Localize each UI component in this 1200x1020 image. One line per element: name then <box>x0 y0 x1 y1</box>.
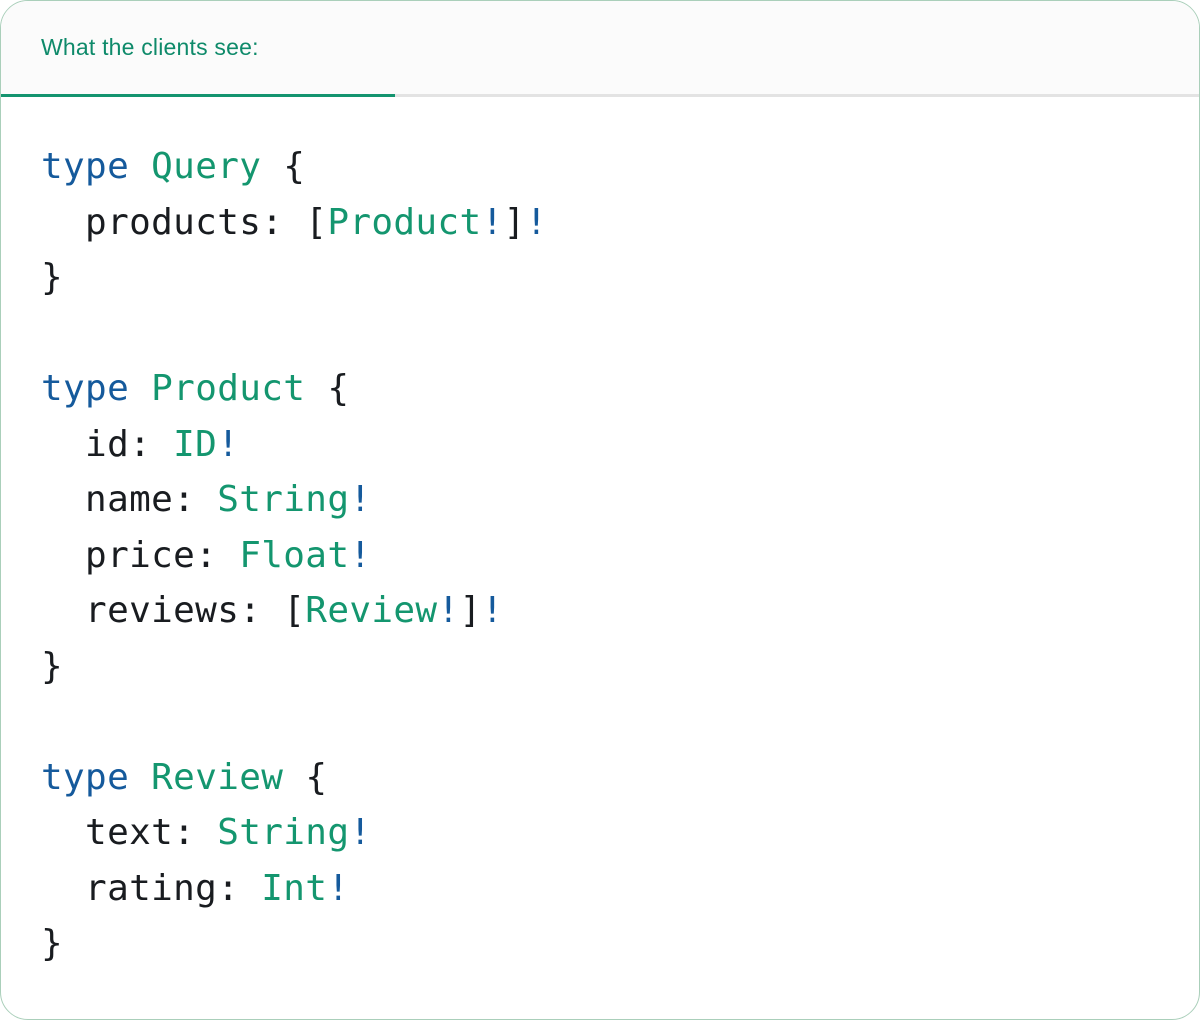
code-token-plain: ] <box>503 201 526 243</box>
code-token-bang: ! <box>481 201 504 243</box>
code-token-plain <box>129 757 151 798</box>
code-token-bang: ! <box>349 534 372 576</box>
code-line: } <box>41 639 1159 695</box>
code-line: reviews: [Review!]! <box>41 583 1159 639</box>
code-token-keyword: type <box>41 756 130 798</box>
code-line <box>41 694 1159 750</box>
code-token-plain: reviews: [ <box>41 590 306 631</box>
code-token-plain: name: <box>41 479 218 520</box>
tab-what-clients-see[interactable]: What the clients see: <box>41 1 259 94</box>
code-token-plain: price: <box>41 534 240 576</box>
code-line: type Review { <box>41 750 1159 806</box>
code-token-plain: text: <box>41 812 218 853</box>
code-token-plain: id: <box>41 423 174 465</box>
code-content: type Query { products: [Product!]!} type… <box>41 139 1159 972</box>
code-token-type: Product <box>151 368 306 409</box>
code-token-type: Float <box>239 534 350 576</box>
code-line <box>41 306 1159 362</box>
code-token-plain: } <box>41 257 64 298</box>
code-token-bang: ! <box>525 201 548 243</box>
code-token-type: String <box>217 479 350 520</box>
code-line: } <box>41 916 1159 972</box>
code-token-plain: ] <box>459 590 482 631</box>
code-token-plain: { <box>305 368 350 409</box>
graphql-schema-code: type Query { products: [Product!]!} type… <box>1 97 1199 972</box>
code-token-plain <box>129 146 151 187</box>
panel-tab-bar: What the clients see: <box>1 1 1199 97</box>
code-token-type: ID <box>173 423 218 465</box>
code-token-bang: ! <box>481 590 504 631</box>
code-token-type: Query <box>151 146 262 187</box>
code-token-bang: ! <box>349 479 372 520</box>
code-line: products: [Product!]! <box>41 195 1159 251</box>
code-token-keyword: type <box>41 146 130 187</box>
code-line: } <box>41 250 1159 306</box>
code-token-type: Int <box>261 867 328 909</box>
code-token-plain: } <box>41 645 64 687</box>
code-token-bang: ! <box>327 867 350 909</box>
code-token-keyword: type <box>41 368 130 409</box>
code-token-plain: { <box>283 756 328 798</box>
code-token-plain: products: [ <box>41 201 328 243</box>
code-line: id: ID! <box>41 417 1159 473</box>
code-line: type Query { <box>41 139 1159 195</box>
code-token-plain: { <box>261 146 306 187</box>
code-line: text: String! <box>41 805 1159 861</box>
active-tab-underline <box>1 94 395 97</box>
code-token-plain <box>129 368 151 409</box>
code-line: rating: Int! <box>41 861 1159 917</box>
code-line: type Product { <box>41 361 1159 417</box>
code-token-bang: ! <box>437 590 460 631</box>
tab-label: What the clients see: <box>41 34 259 60</box>
code-token-type: Review <box>305 590 438 631</box>
code-token-type: String <box>217 812 350 853</box>
code-token-plain: } <box>41 923 64 964</box>
code-line: name: String! <box>41 472 1159 528</box>
code-line: price: Float! <box>41 528 1159 584</box>
code-token-bang: ! <box>349 812 372 853</box>
code-token-type: Product <box>327 201 482 243</box>
code-token-type: Review <box>151 756 284 798</box>
code-token-plain: rating: <box>41 867 262 909</box>
code-token-bang: ! <box>217 423 240 465</box>
